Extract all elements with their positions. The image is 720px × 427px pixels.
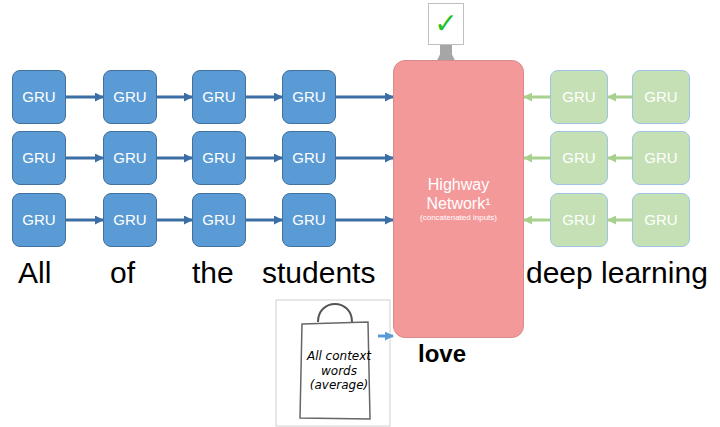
gru-cell: GRU <box>192 70 246 124</box>
gru-cell: GRU <box>103 70 157 124</box>
context-bag: All context words (average) <box>300 322 378 420</box>
node-text: GRU <box>111 211 148 229</box>
flow-arrow <box>524 96 550 99</box>
gru-cell: GRU <box>192 193 246 247</box>
gru-cell: GRU <box>103 131 157 185</box>
node-text: GRU <box>200 88 237 106</box>
bag-frame <box>276 300 390 426</box>
bag-handle <box>318 304 352 322</box>
target-word: love <box>418 340 466 368</box>
node-text: GRU <box>290 211 327 229</box>
node-text: GRU <box>20 149 57 167</box>
flow-arrow <box>157 157 192 160</box>
node-text: GRU <box>560 88 597 106</box>
flow-arrow <box>66 219 103 222</box>
flow-arrow <box>246 157 282 160</box>
gru-cell: GRU <box>632 70 690 124</box>
flow-arrow <box>524 157 550 160</box>
node-text: GRU <box>111 88 148 106</box>
node-text: GRU <box>20 211 57 229</box>
context-word: the <box>192 256 234 290</box>
flow-arrow <box>336 219 393 222</box>
gru-cell: GRU <box>550 193 608 247</box>
flow-arrow <box>246 96 282 99</box>
flow-arrow <box>336 96 393 99</box>
flow-arrow <box>440 45 452 60</box>
gru-cell: GRU <box>282 131 336 185</box>
output-check: ✓ <box>428 3 464 45</box>
node-text: All context words (average) <box>300 349 378 392</box>
gru-cell: GRU <box>282 193 336 247</box>
flow-arrow <box>157 219 192 222</box>
flow-arrow <box>608 157 632 160</box>
flow-arrow <box>378 335 393 338</box>
node-text: GRU <box>642 149 679 167</box>
flow-arrow <box>608 219 632 222</box>
node-text: GRU <box>560 211 597 229</box>
flow-arrow <box>608 96 632 99</box>
node-text: GRU <box>200 211 237 229</box>
node-text: GRU <box>20 88 57 106</box>
node-text: GRU <box>560 149 597 167</box>
highway-network: Highway Network¹(concatenated inputs) <box>393 60 524 338</box>
node-text: Highway Network¹ <box>394 175 523 213</box>
node-text: GRU <box>200 149 237 167</box>
gru-cell: GRU <box>550 70 608 124</box>
context-word: of <box>110 256 135 290</box>
gru-cell: GRU <box>632 193 690 247</box>
gru-cell: GRU <box>632 131 690 185</box>
gru-cell: GRU <box>103 193 157 247</box>
gru-cell: GRU <box>12 131 66 185</box>
context-word: students <box>262 256 375 290</box>
node-text: GRU <box>290 88 327 106</box>
context-word: All <box>18 256 51 290</box>
gru-cell: GRU <box>282 70 336 124</box>
flow-arrow <box>66 96 103 99</box>
gru-cell: GRU <box>550 131 608 185</box>
node-subtext: (concatenated inputs) <box>414 213 503 223</box>
gru-cell: GRU <box>192 131 246 185</box>
node-text: GRU <box>290 149 327 167</box>
flow-arrow <box>66 157 103 160</box>
node-text: ✓ <box>432 7 459 41</box>
node-text: GRU <box>111 149 148 167</box>
flow-arrow <box>246 219 282 222</box>
flow-arrow <box>524 219 550 222</box>
context-word: deep learning <box>526 256 708 290</box>
node-text: GRU <box>642 88 679 106</box>
gru-cell: GRU <box>12 193 66 247</box>
flow-arrow <box>336 157 393 160</box>
flow-arrow <box>157 96 192 99</box>
gru-cell: GRU <box>12 70 66 124</box>
node-text: GRU <box>642 211 679 229</box>
